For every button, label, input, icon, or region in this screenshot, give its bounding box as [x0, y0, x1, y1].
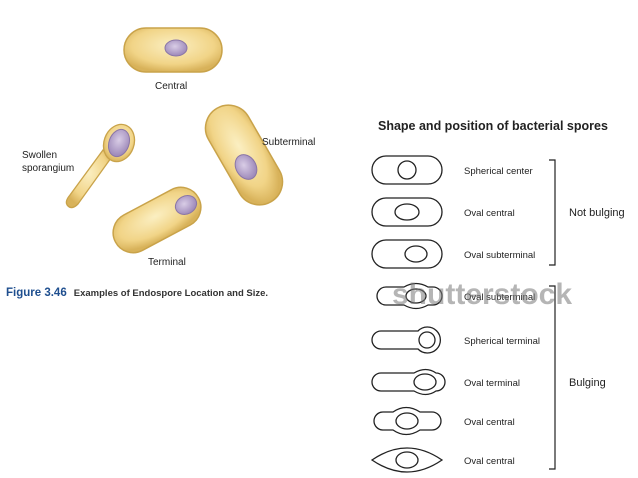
- bracket-not-bulging: [549, 159, 556, 266]
- label-swollen-sporangium: Swollen sporangium: [22, 150, 74, 174]
- bracket-bulging: [549, 285, 556, 470]
- caption-number: Figure 3.46: [6, 287, 67, 299]
- caption-text: Examples of Endospore Location and Size.: [74, 288, 268, 299]
- row-label-5: Spherical terminal: [464, 336, 540, 347]
- spore-shape-2: [371, 197, 443, 227]
- figure-caption: Figure 3.46 Examples of Endospore Locati…: [6, 287, 268, 299]
- row-label-4: Oval subterminal: [464, 292, 535, 303]
- spore-shape-5: [371, 326, 441, 354]
- row-label-3: Oval subterminal: [464, 250, 535, 261]
- row-label-8: Oval central: [464, 456, 515, 467]
- row-label-2: Oval central: [464, 208, 515, 219]
- spore-shape-1: [371, 155, 443, 185]
- label-central: Central: [155, 81, 187, 92]
- row-label-1: Spherical center: [464, 166, 533, 177]
- row-label-7: Oval central: [464, 417, 515, 428]
- central-cell: [123, 27, 223, 73]
- group-label-bulging: Bulging: [569, 377, 606, 389]
- group-label-not-bulging: Not bulging: [569, 207, 625, 219]
- spore-shape-8: [370, 447, 444, 473]
- watermark-text: shutterstock: [392, 278, 572, 311]
- label-subterminal: Subterminal: [262, 137, 315, 148]
- row-label-6: Oval terminal: [464, 378, 520, 389]
- subterminal-cell: [204, 104, 284, 206]
- spore-shape-3: [371, 239, 443, 269]
- spore-shape-6: [371, 368, 446, 396]
- chart-title: Shape and position of bacterial spores: [378, 119, 608, 133]
- spore-shape-7: [373, 406, 442, 436]
- label-terminal: Terminal: [148, 257, 186, 268]
- swollen-sporangium-cell: [65, 123, 136, 209]
- spore-shape-4: [376, 282, 443, 310]
- terminal-cell: [112, 186, 202, 254]
